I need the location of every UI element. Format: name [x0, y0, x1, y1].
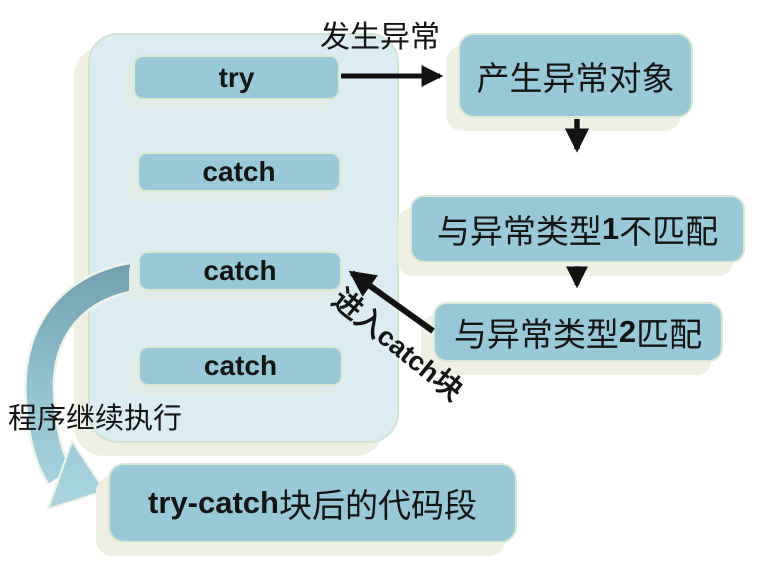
catch-box-1: catch: [137, 152, 341, 192]
type2-suffix: 匹配: [636, 318, 703, 354]
continue-execution-label: 程序继续执行: [8, 403, 183, 435]
type2-number: 2: [618, 314, 637, 349]
type2-prefix: 与异常类型: [453, 318, 619, 354]
try-box-label: try: [218, 61, 255, 93]
catch-box-3-label: catch: [203, 350, 278, 381]
catch-box-2-label: catch: [203, 255, 277, 286]
create-exception-box: 产生异常对象: [458, 33, 693, 118]
after-box-zh-label: 块后的代码段: [278, 489, 477, 525]
catch-box-2: catch: [138, 251, 342, 291]
after-box-en-label: try-catch: [148, 485, 279, 520]
catch-box-1-label: catch: [202, 156, 276, 187]
create-exception-label: 产生异常对象: [476, 61, 675, 98]
type1-prefix: 与异常类型: [436, 215, 602, 251]
try-box: try: [133, 55, 340, 100]
exception-occurs-label: 发生异常: [320, 21, 440, 54]
type1-suffix: 不匹配: [619, 215, 719, 251]
after-try-catch-box: try-catch 块后的代码段: [108, 463, 517, 543]
type1-number: 1: [601, 211, 620, 246]
catch-box-3: catch: [138, 346, 343, 386]
curved-arrow-head: [46, 438, 107, 511]
